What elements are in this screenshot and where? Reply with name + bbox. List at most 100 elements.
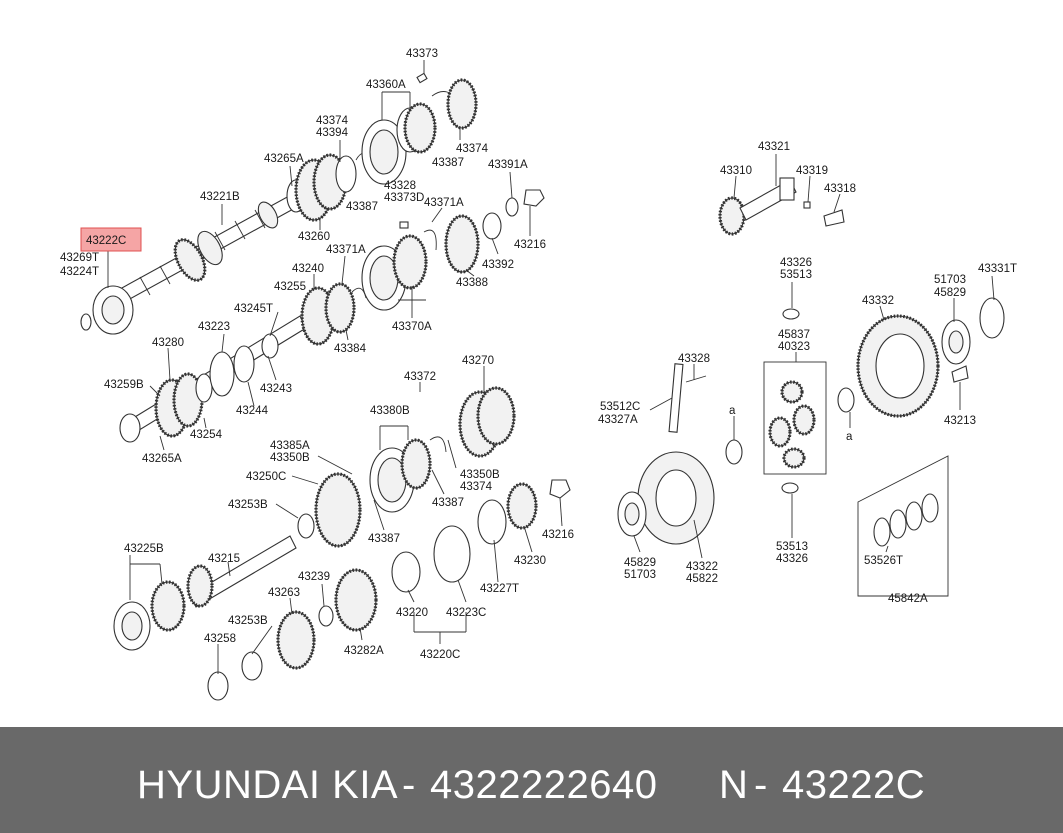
part-label-highlighted: 43222C [86, 235, 126, 247]
part-label: 43387 [346, 201, 378, 213]
part-label: 43373D [384, 192, 424, 204]
part-label: 43258 [204, 633, 236, 645]
part-label: 43371A [326, 244, 366, 256]
part-label: 43387 [432, 157, 464, 169]
snap-ring-43224t [80, 313, 92, 331]
part-label: 43254 [190, 429, 223, 441]
synchronizer-43380b [297, 386, 516, 548]
part-label: 43239 [298, 571, 330, 583]
part-labels: 43373 43360A 43374 43394 43374 43387 432… [60, 48, 1017, 661]
synchronizer-43360a [361, 72, 478, 185]
nut-43216 [523, 189, 545, 207]
part-code: 43222C [782, 763, 926, 807]
part-label: 45829 [624, 557, 656, 569]
part-label: 43244 [236, 405, 269, 417]
nut-43216b [549, 479, 571, 499]
part-label: 43216 [514, 239, 546, 251]
part-label: 53526T [864, 555, 903, 567]
part-label: 43327A [598, 414, 638, 426]
oem-number: 4322222640 [430, 763, 658, 807]
synchronizer-43370a [361, 189, 545, 311]
part-label: 43215 [208, 553, 240, 565]
part-label: 43319 [796, 165, 828, 177]
separator: - [754, 763, 768, 807]
bushing-43239 [318, 605, 334, 627]
part-label: 43265A [142, 453, 182, 465]
part-label: 43255 [274, 281, 306, 293]
part-label: 53513 [780, 269, 812, 281]
part-label: 43230 [514, 555, 546, 567]
part-label: 43220C [420, 649, 460, 661]
part-label: 45829 [934, 287, 966, 299]
part-label: 43373 [406, 48, 438, 60]
part-label: 43374 [316, 115, 349, 127]
part-label: 43321 [758, 141, 790, 153]
part-label: 45822 [686, 573, 718, 585]
washer-43326 [782, 308, 800, 320]
race-43223c [433, 525, 471, 583]
brand-text: HYUNDAI KIA [137, 763, 399, 807]
gear-cluster-upper [286, 153, 371, 222]
part-label: 43259B [104, 379, 144, 391]
part-label: 43388 [456, 277, 488, 289]
part-label: 43280 [152, 337, 184, 349]
part-label: 43310 [720, 165, 752, 177]
part-label: 43374 [460, 481, 493, 493]
output-shaft-assembly [119, 282, 367, 443]
part-label: 43269T [60, 252, 99, 264]
part-label: 43332 [862, 295, 894, 307]
part-label: 43387 [432, 497, 464, 509]
n-prefix: N [719, 763, 749, 807]
part-label: 43245T [234, 303, 273, 315]
part-label: a [846, 431, 853, 443]
bearing-43223 [209, 351, 235, 397]
part-label: 43220 [396, 607, 428, 619]
part-label: 43326 [776, 553, 808, 565]
part-label: 43213 [944, 415, 976, 427]
part-label: 43263 [268, 587, 300, 599]
input-shaft-assembly [80, 189, 307, 335]
part-label: 43331T [978, 263, 1017, 275]
part-label: 43221B [200, 191, 240, 203]
part-label: 43350B [460, 469, 500, 481]
part-label: 43391A [488, 159, 528, 171]
leader-lines [107, 60, 995, 674]
part-label: 43224T [60, 266, 99, 278]
shim-43227t [477, 499, 507, 545]
pin-53512c [668, 363, 684, 433]
part-label: 43370A [392, 321, 432, 333]
part-label: 43243 [260, 383, 292, 395]
part-label: 43318 [824, 183, 856, 195]
differential-assembly [617, 177, 1005, 597]
part-label: 43223 [198, 321, 230, 333]
part-label: 43374 [456, 143, 489, 155]
part-label: 43328 [678, 353, 710, 365]
part-label: 43225B [124, 543, 164, 555]
part-label: 43223C [446, 607, 486, 619]
part-label: 43385A [270, 440, 310, 452]
part-label: 43384 [334, 343, 367, 355]
part-label: 43253B [228, 499, 268, 511]
bolt-43213 [951, 365, 969, 383]
part-label: 45842A [888, 593, 928, 605]
exploded-parts-diagram: 43373 43360A 43374 43394 43374 43387 432… [60, 48, 1017, 701]
part-label: 43240 [292, 263, 324, 275]
part-label: 51703 [624, 569, 656, 581]
part-label: 53513 [776, 541, 808, 553]
part-label: 43322 [686, 561, 718, 573]
part-label: 43360A [366, 79, 406, 91]
part-label: 43328 [384, 180, 416, 192]
bearing-43220 [391, 551, 421, 593]
bearing-set-43220c [391, 479, 571, 593]
part-label: 43282A [344, 645, 384, 657]
seal-43331t [979, 297, 1005, 339]
footer-bar: HYUNDAI KIA - 4322222640 N - 43222C [0, 727, 1063, 833]
part-label: 43350B [270, 452, 310, 464]
part-label: 53512C [600, 401, 640, 413]
part-label: 43394 [316, 127, 349, 139]
highlight-box-43222c [80, 227, 142, 252]
washer-43258 [207, 671, 229, 701]
part-label: 43380B [370, 405, 410, 417]
shim-set-box [857, 455, 949, 597]
part-label: 43227T [480, 583, 519, 595]
